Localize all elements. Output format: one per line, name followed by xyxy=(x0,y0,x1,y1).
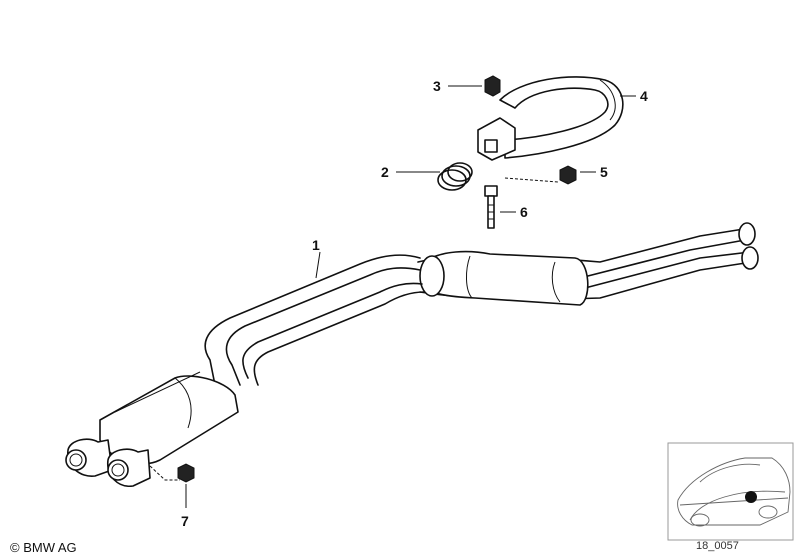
callout-4: 4 xyxy=(640,88,648,104)
callout-5: 5 xyxy=(600,164,608,180)
callout-2: 2 xyxy=(381,164,389,180)
nut-part-5[interactable] xyxy=(559,165,577,185)
spring-clip-part[interactable] xyxy=(437,162,473,191)
callout-7: 7 xyxy=(181,513,189,529)
callout-1: 1 xyxy=(312,237,320,253)
exhaust-assembly[interactable] xyxy=(65,222,759,487)
nut-part[interactable] xyxy=(484,75,501,97)
location-marker xyxy=(745,491,757,503)
callout-3: 3 xyxy=(433,78,441,94)
diagram-id: 18_0057 xyxy=(696,540,739,552)
callout-6: 6 xyxy=(520,204,528,220)
copyright-notice: © BMW AG xyxy=(10,540,77,555)
clamp-part[interactable] xyxy=(477,76,624,161)
leader-lines xyxy=(149,85,636,508)
vehicle-location-inset xyxy=(667,442,794,541)
bolt-part[interactable] xyxy=(484,185,498,229)
nut-part-7[interactable] xyxy=(177,463,195,483)
